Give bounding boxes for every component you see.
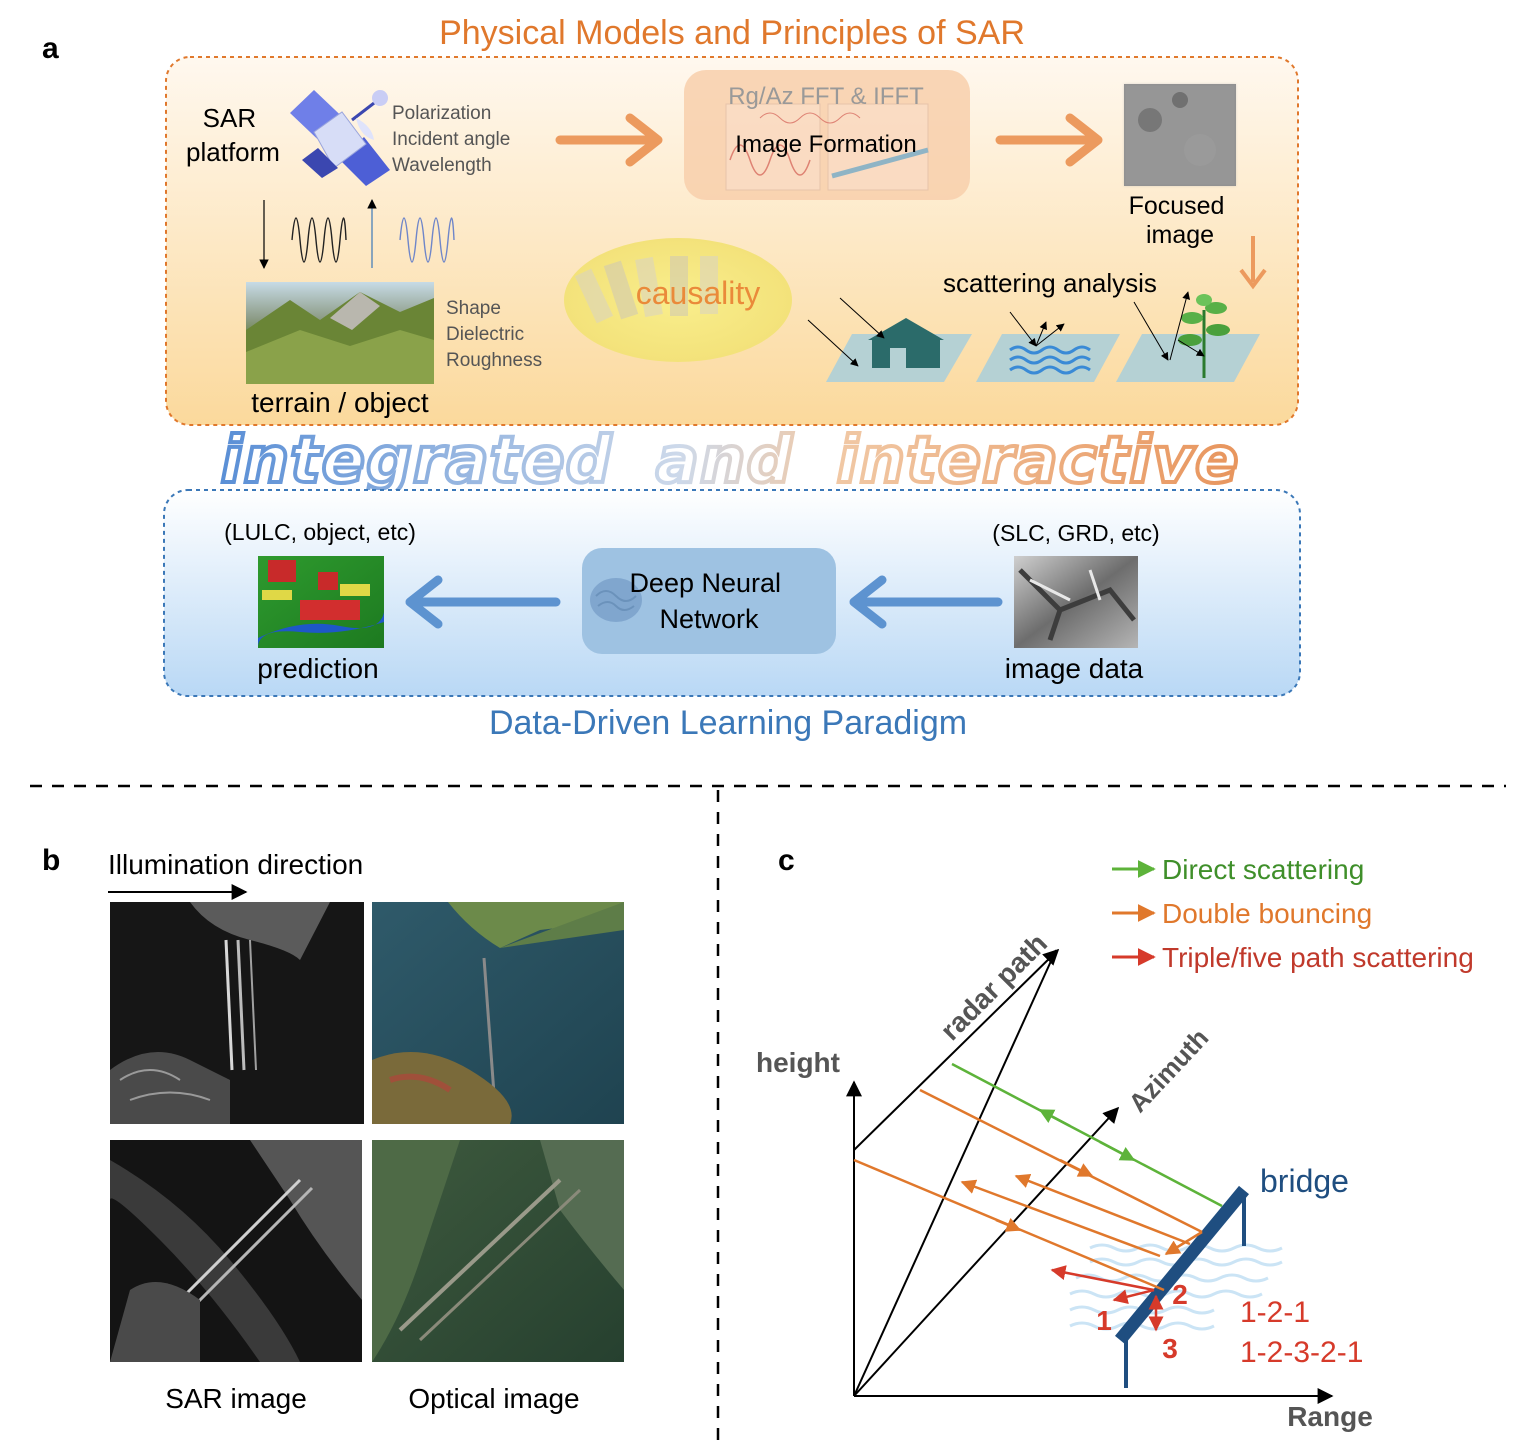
triple-bounce-1 [1112, 1288, 1155, 1305]
legend-direct-label: Direct scattering [1162, 854, 1364, 885]
terrain-image [246, 282, 434, 384]
radar-path-line [853, 948, 1060, 1151]
banner-integrated-and-interactive: integrated and interactive [221, 424, 1240, 498]
slc-label: (SLC, GRD, etc) [992, 520, 1159, 546]
legend-double: Double bouncing [1112, 898, 1372, 929]
image-data-label: image data [1005, 653, 1144, 684]
sar-platform-label: SAR platform [186, 103, 280, 167]
legend-triple-label: Triple/five path scattering [1162, 942, 1474, 973]
lulc-label: (LULC, object, etc) [224, 519, 416, 545]
double-bounce-segment [1164, 1230, 1203, 1256]
arrow-down-to-scattering [1239, 236, 1267, 290]
bridge-label: bridge [1260, 1163, 1349, 1199]
point-3-label: 3 [1162, 1333, 1178, 1364]
azimuth-axis [853, 1106, 1120, 1397]
illumination-label: Illumination direction [108, 849, 363, 880]
triple-path [1050, 1265, 1155, 1292]
fft-illustration [725, 103, 929, 191]
scattering-analysis-label: scattering analysis [943, 268, 1157, 298]
focused-image-label: Focused image [1129, 192, 1232, 249]
double-return-2 [1014, 1173, 1191, 1246]
image-formation-label: Image Formation [735, 131, 916, 158]
optical-image-2 [372, 1140, 624, 1362]
terrain-params: Shape Dielectric Roughness [446, 298, 542, 371]
arrow-to-image-formation [555, 113, 663, 167]
scattering-water [976, 311, 1120, 382]
direct-arrow-out [1099, 1140, 1136, 1162]
scattering-vegetation [1116, 291, 1260, 382]
bridge-deck [1114, 1185, 1250, 1345]
arrow-to-dnn [849, 575, 1003, 629]
sar-image-1 [110, 902, 364, 1124]
sar-dem-image [1014, 556, 1138, 648]
azimuth-label: Azimuth [1122, 1023, 1214, 1118]
scattering-building [807, 297, 972, 382]
panel-b-letter: b [42, 844, 60, 877]
range-label: Range [1287, 1401, 1373, 1432]
optical-image-caption: Optical image [408, 1383, 579, 1414]
double-path-2-arrow [995, 1217, 1022, 1232]
sar-image-caption: SAR image [165, 1383, 307, 1414]
legend-direct: Direct scattering [1112, 854, 1364, 885]
direct-arrow-back [1038, 1108, 1071, 1128]
direct-path [951, 1062, 1223, 1208]
brain-icon [590, 578, 642, 622]
top-box-title: Physical Models and Principles of SAR [439, 14, 1025, 52]
optical-image-1 [372, 902, 624, 1124]
arrow-to-focused-image [995, 113, 1103, 167]
dnn-label: Deep Neural Network [629, 568, 788, 634]
physical-models-box [165, 56, 1299, 426]
return-wave [399, 217, 455, 263]
causality-label: causality [636, 275, 761, 311]
prediction-map [258, 556, 384, 648]
radar-path-axis [853, 949, 1057, 1397]
terrain-label: terrain / object [251, 387, 429, 418]
sar-image-2 [110, 1140, 362, 1362]
point-1-label: 1 [1096, 1305, 1112, 1336]
prediction-label: prediction [257, 653, 378, 684]
platform-params: Polarization Incident angle Wavelength [392, 103, 516, 176]
satellite-icon [290, 90, 390, 186]
fft-label: Rg/Az FFT & IFFT [728, 83, 924, 110]
point-2-label: 2 [1172, 1279, 1188, 1310]
panel-a-letter: a [42, 32, 59, 65]
double-path-1-arrow [1059, 1158, 1094, 1178]
incident-wave [291, 217, 347, 263]
bottom-box-title: Data-Driven Learning Paradigm [489, 704, 967, 742]
path-1-2-1: 1-2-1 [1240, 1296, 1310, 1329]
dnn-box [582, 548, 836, 654]
legend-double-label: Double bouncing [1162, 898, 1372, 929]
radar-path-label: radar path [934, 927, 1053, 1046]
path-1-2-3-2-1: 1-2-3-2-1 [1240, 1336, 1363, 1369]
domino-icon [574, 256, 718, 324]
arrow-to-prediction [405, 575, 561, 629]
legend-triple: Triple/five path scattering [1112, 942, 1474, 973]
focused-image [1124, 84, 1236, 186]
panel-c-letter: c [778, 844, 795, 877]
height-label: height [756, 1047, 840, 1078]
double-return-1 [960, 1179, 1161, 1258]
